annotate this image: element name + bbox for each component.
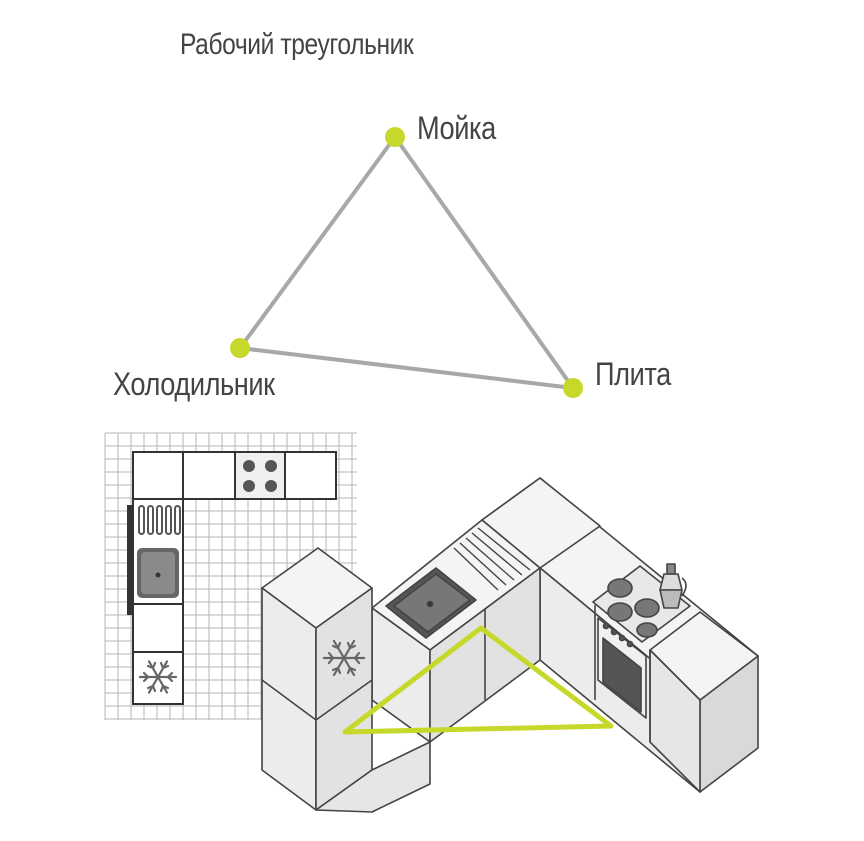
coffee-pot-icon xyxy=(659,563,687,609)
plan-window xyxy=(127,505,132,615)
fridge-label: Холодильник xyxy=(113,366,275,402)
stove-node xyxy=(563,378,583,398)
drainer-icon xyxy=(453,527,531,591)
edge-sink-fridge xyxy=(238,135,397,350)
abstract-triangle xyxy=(230,127,583,398)
oven-icon xyxy=(597,617,647,719)
snowflake-icon xyxy=(322,639,366,677)
hob-icon xyxy=(236,453,284,498)
sink-icon xyxy=(137,548,179,598)
fridge-node xyxy=(230,338,250,358)
stove-label: Плита xyxy=(595,356,671,392)
fridge-front xyxy=(261,587,317,811)
edge-fridge-stove xyxy=(239,346,574,390)
sink-label: Мойка xyxy=(417,110,496,146)
sink-icon xyxy=(385,567,477,639)
sink-node xyxy=(385,127,405,147)
snowflake-icon xyxy=(138,660,178,694)
work-triangle-overlay xyxy=(342,625,614,735)
page-title: Рабочий треугольник xyxy=(180,28,414,61)
isometric-kitchen xyxy=(261,477,759,813)
edge-sink-stove xyxy=(393,135,575,390)
hob-icon xyxy=(592,565,691,643)
drainer-icon xyxy=(138,505,181,535)
